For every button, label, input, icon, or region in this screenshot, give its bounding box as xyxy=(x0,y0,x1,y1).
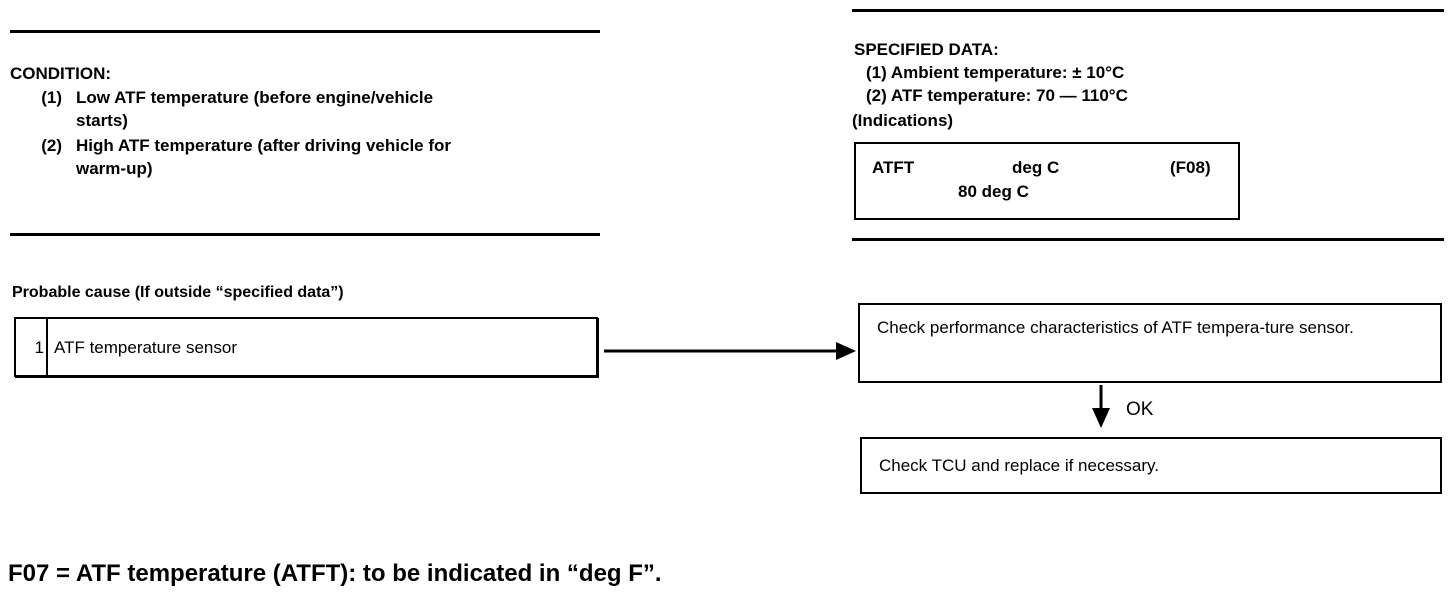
specified-item-1-text: Ambient temperature: ± 10°C xyxy=(890,63,1125,82)
condition-top-rule xyxy=(10,30,600,33)
condition-item-2: (2) High ATF temperature (after driving … xyxy=(0,134,600,180)
cause-number: 1 xyxy=(16,319,48,375)
specified-top-rule xyxy=(852,9,1444,12)
specified-item-2-number: (2) xyxy=(866,86,887,105)
specified-title: SPECIFIED DATA: xyxy=(854,40,999,59)
cause-text: ATF temperature sensor xyxy=(54,338,237,357)
footer-note: F07 = ATF temperature (ATFT): to be indi… xyxy=(8,560,662,587)
check-sensor-box: Check performance characteristics of ATF… xyxy=(858,303,1442,383)
condition-item-2-number: (2) xyxy=(41,136,62,155)
check-sensor-text: Check performance characteristics of ATF… xyxy=(877,318,1354,337)
specified-bottom-rule xyxy=(852,238,1444,241)
display-unit: deg C xyxy=(1012,158,1060,177)
display-code: (F08) xyxy=(1170,158,1211,177)
specified-item-2: (2) ATF temperature: 70 — 110°C xyxy=(866,86,1128,106)
specified-item-2-text: ATF temperature: 70 — 110°C xyxy=(890,86,1128,105)
condition-item-1: (1) Low ATF temperature (before engine/v… xyxy=(0,86,600,132)
condition-item-1-number: (1) xyxy=(41,88,62,107)
condition-item-1-line2: starts) xyxy=(76,111,128,130)
indications-label: (Indications) xyxy=(852,111,954,130)
condition-item-1-line1: Low ATF temperature (before engine/vehic… xyxy=(76,88,434,107)
specified-item-1: (1) Ambient temperature: ± 10°C xyxy=(866,63,1124,83)
condition-item-2-line1: High ATF temperature (after driving vehi… xyxy=(76,136,452,155)
check-tcu-box: Check TCU and replace if necessary. xyxy=(860,437,1442,494)
condition-item-2-line2: warm-up) xyxy=(76,159,153,178)
cause-to-check-arrowhead xyxy=(836,342,856,360)
indication-display: ATFT deg C (F08) 80 deg C xyxy=(854,142,1240,220)
check-tcu-text: Check TCU and replace if necessary. xyxy=(879,456,1159,475)
display-name: ATFT xyxy=(872,158,915,177)
ok-arrow-head xyxy=(1092,408,1110,428)
ok-label: OK xyxy=(1126,399,1154,420)
probable-cause-title: Probable cause (If outside “specified da… xyxy=(12,284,344,301)
condition-bottom-rule xyxy=(10,233,600,236)
specified-item-1-number: (1) xyxy=(866,63,887,82)
cause-box-1: 1 ATF temperature sensor xyxy=(14,317,598,377)
display-value: 80 deg C xyxy=(958,182,1029,201)
condition-title: CONDITION: xyxy=(10,64,112,83)
